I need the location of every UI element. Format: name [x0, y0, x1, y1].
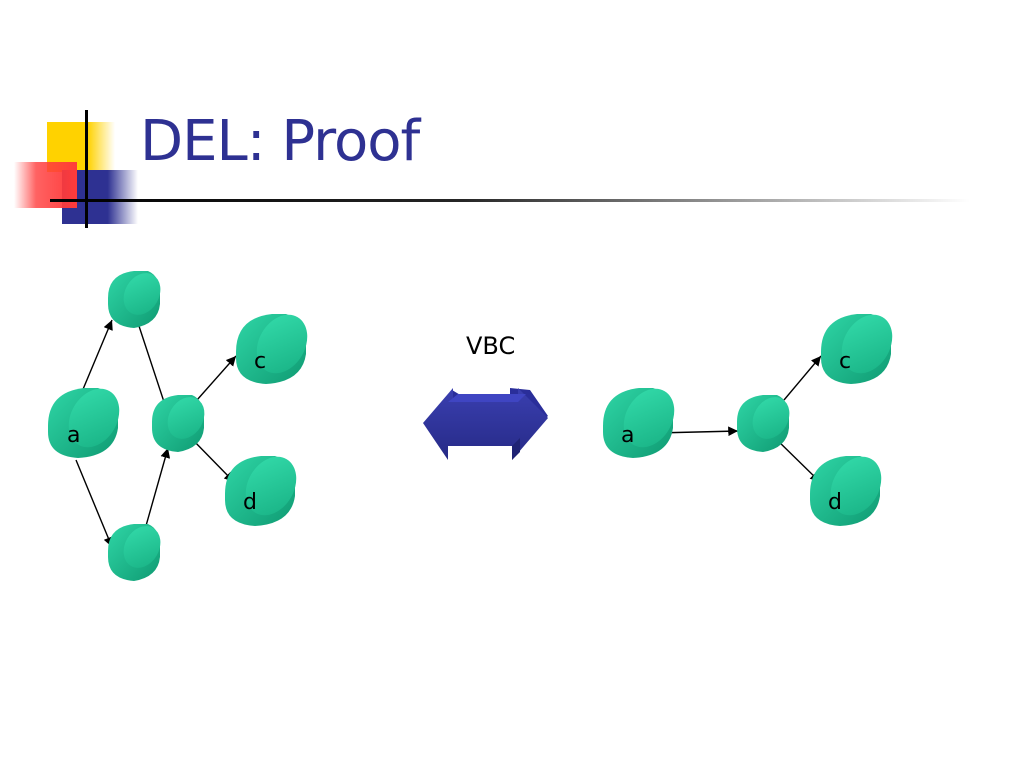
title-rule	[50, 199, 970, 202]
node-d-label: d	[828, 490, 842, 515]
edge-a-bottom	[75, 459, 113, 548]
node-d	[810, 456, 882, 526]
edge-mid-c	[196, 355, 237, 401]
node-mid	[152, 395, 205, 452]
node-c-label: c	[254, 349, 266, 374]
edge-top-mid	[136, 319, 170, 415]
edge-mid-d	[773, 436, 821, 483]
deco-vertical-line	[85, 110, 88, 228]
graph-diagram: a c d VBC	[48, 271, 893, 581]
double-arrow-icon	[423, 388, 548, 460]
node-a	[603, 388, 675, 458]
node-d-label: d	[243, 490, 257, 515]
title-decoration	[14, 110, 970, 228]
node-a-label: a	[621, 423, 634, 448]
edge-mid-d	[189, 436, 235, 483]
edge-mid-c	[783, 355, 822, 401]
node-c	[236, 314, 308, 384]
node-c-label: c	[839, 349, 851, 374]
node-top	[108, 271, 161, 328]
node-c	[821, 314, 893, 384]
node-mid	[737, 395, 790, 452]
page-title: DEL: Proof	[140, 109, 420, 174]
transform-label: VBC	[466, 332, 515, 360]
node-d	[225, 456, 297, 526]
left-graph: a c d	[48, 271, 308, 581]
node-a	[48, 388, 120, 458]
node-a-label: a	[67, 423, 80, 448]
node-bottom	[108, 524, 161, 581]
right-graph: a c d	[603, 314, 893, 526]
